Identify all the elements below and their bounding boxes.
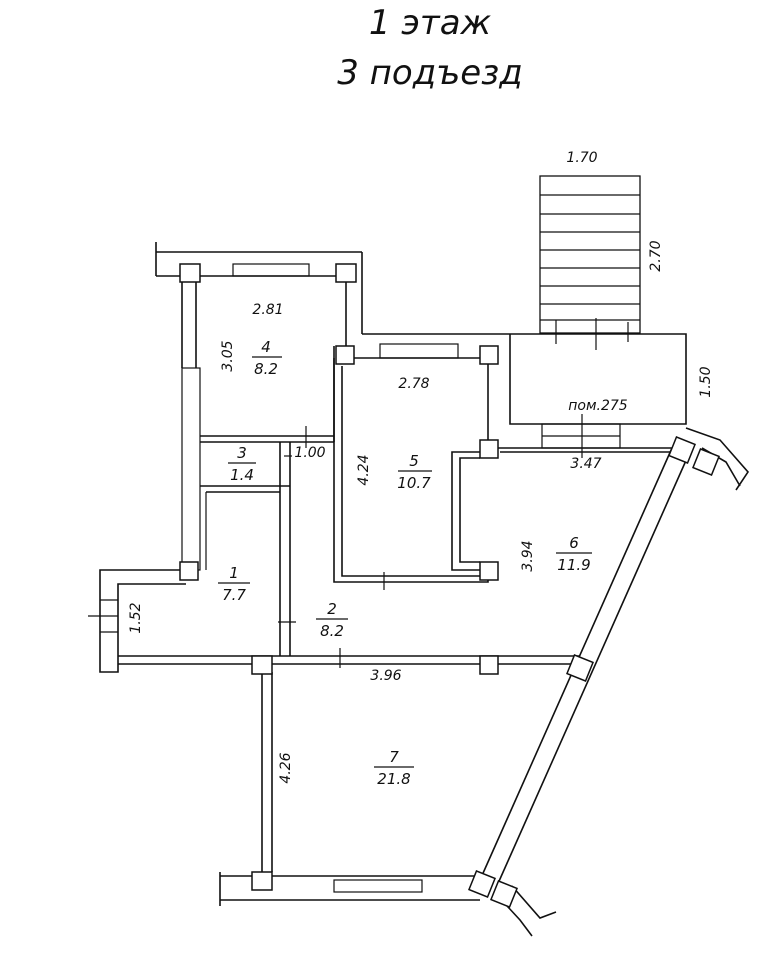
svg-text:8.2: 8.2 — [254, 360, 278, 378]
room-2-label: 2 8.2 — [316, 600, 348, 640]
svg-text:1: 1 — [229, 564, 239, 582]
columns — [179, 263, 720, 908]
room-7-label: 7 21.8 — [374, 748, 414, 788]
partitions — [200, 346, 489, 668]
room-4-label: 4 8.2 — [252, 338, 282, 378]
svg-text:10.7: 10.7 — [397, 474, 431, 492]
dim-room1-height: 1.52 — [128, 602, 144, 633]
premises-label: пом.275 — [568, 398, 628, 414]
landing-area — [509, 333, 687, 458]
dim-landing: 1.50 — [698, 366, 714, 397]
room-5-label: 5 10.7 — [397, 452, 432, 492]
svg-text:11.9: 11.9 — [557, 556, 590, 574]
floor-title: 1 этаж — [369, 3, 492, 43]
room-3-label: 3 1.4 — [228, 444, 256, 484]
outer-walls — [88, 242, 750, 937]
svg-text:8.2: 8.2 — [320, 622, 344, 640]
dim-room6-height: 3.94 — [520, 540, 536, 571]
svg-text:6: 6 — [569, 534, 579, 552]
dim-room7-width: 3.96 — [370, 668, 401, 684]
dim-room6-width: 3.47 — [570, 456, 601, 472]
room-labels: 4 8.2 3 1.4 5 10.7 6 11.9 1 7.7 2 8.2 — [218, 338, 592, 788]
svg-text:5: 5 — [409, 452, 419, 470]
dim-stair-length: 2.70 — [648, 240, 664, 271]
dimension-labels: 1.70 2.70 1.50 2.81 3.05 2.78 4.24 1.00 … — [128, 150, 714, 784]
room-6-label: 6 11.9 — [556, 534, 592, 574]
svg-text:2: 2 — [327, 600, 337, 618]
svg-text:4: 4 — [261, 338, 271, 356]
dim-stair-width: 1.70 — [566, 150, 597, 166]
svg-text:7.7: 7.7 — [222, 586, 246, 604]
svg-text:3: 3 — [237, 444, 247, 462]
dim-room7-height: 4.26 — [278, 752, 294, 783]
dim-room4-height: 3.05 — [220, 340, 236, 371]
svg-text:7: 7 — [389, 748, 399, 766]
dim-room5-width: 2.78 — [398, 376, 429, 392]
staircase — [539, 175, 641, 350]
dim-room5-height: 4.24 — [356, 454, 372, 485]
room-1-label: 1 7.7 — [218, 564, 250, 604]
svg-text:1.4: 1.4 — [230, 466, 254, 484]
dim-room3-width: 1.00 — [294, 445, 325, 461]
entrance-title: 3 подъезд — [337, 53, 523, 93]
dim-room4-width: 2.81 — [252, 302, 283, 318]
svg-text:21.8: 21.8 — [377, 770, 410, 788]
